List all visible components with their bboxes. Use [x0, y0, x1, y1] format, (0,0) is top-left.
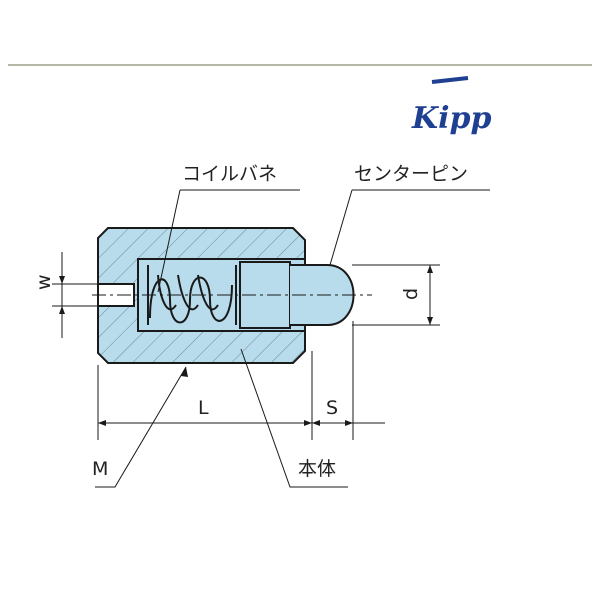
label-diameter: d [400, 288, 422, 300]
logo-text: Kipp [411, 101, 491, 136]
label-body: 本体 [298, 458, 336, 480]
label-stroke: S [326, 397, 338, 419]
leader-lines [95, 189, 490, 488]
label-thread: M [92, 458, 108, 480]
label-length: L [198, 397, 209, 419]
kipp-logo: Kipp [411, 76, 491, 136]
label-coil-spring: コイルバネ [182, 163, 277, 185]
label-slot-width: w [33, 274, 55, 290]
label-center-pin: センターピン [354, 163, 468, 185]
arrowheads [59, 265, 433, 426]
